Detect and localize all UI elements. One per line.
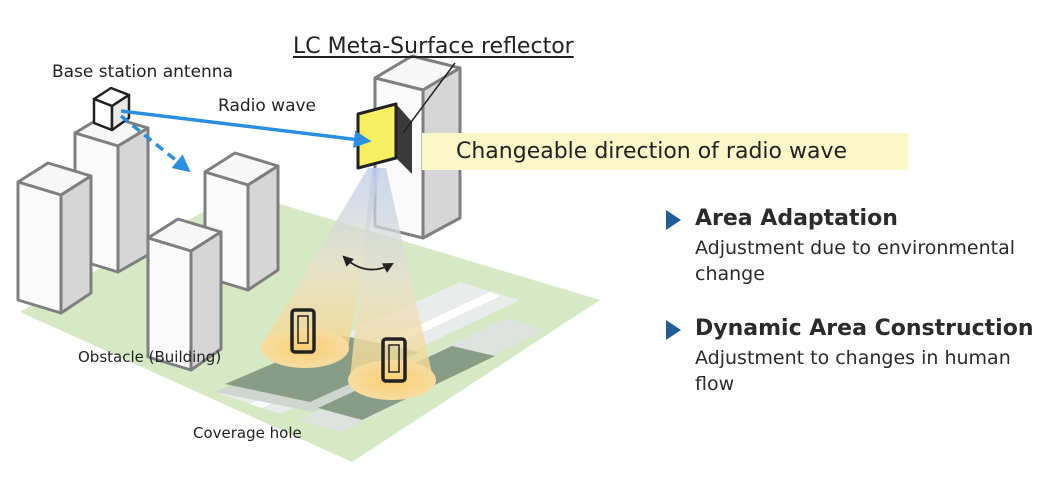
feature-description: Adjustment due to environmental change bbox=[695, 237, 1015, 285]
beam-left bbox=[262, 168, 380, 348]
feature-area-adaptation: Area Adaptation Adjustment due to enviro… bbox=[664, 206, 1035, 287]
radio-wave-arrow bbox=[120, 109, 372, 148]
feature-title-text: Area Adaptation bbox=[695, 206, 898, 231]
smartphone-icon bbox=[290, 308, 316, 354]
direction-change-arrow bbox=[342, 255, 394, 273]
obstacle-building-front bbox=[146, 217, 223, 372]
coverage-hole-label: Coverage hole bbox=[193, 424, 302, 442]
base-station-antenna-label: Base station antenna bbox=[52, 62, 233, 82]
reflector-label: LC Meta-Surface reflector bbox=[293, 34, 574, 59]
reflector-leader-line bbox=[402, 62, 456, 134]
feature-title-text: Dynamic Area Construction bbox=[695, 316, 1034, 341]
feature-title: Dynamic Area Construction bbox=[664, 316, 1035, 341]
feature-description: Adjustment to changes in human flow bbox=[695, 347, 1011, 395]
feature-dynamic-area-construction: Dynamic Area Construction Adjustment to … bbox=[664, 316, 1035, 397]
smartphone-icon bbox=[381, 337, 407, 383]
coverage-spot-left bbox=[261, 328, 349, 368]
bullet-triangle-icon bbox=[666, 320, 681, 340]
lc-meta-surface-reflector bbox=[356, 102, 412, 174]
obstacle-building-left bbox=[16, 161, 93, 315]
base-station-antenna-icon bbox=[92, 86, 131, 132]
obstacle-label: Obstacle (Building) bbox=[78, 348, 222, 366]
reflector-building bbox=[373, 54, 462, 240]
direction-callout-text: Changeable direction of radio wave bbox=[456, 139, 848, 164]
direction-callout: Changeable direction of radio wave bbox=[422, 133, 908, 170]
beam-right bbox=[350, 168, 434, 382]
obstacle-building-right bbox=[203, 151, 280, 292]
bullet-triangle-icon bbox=[666, 210, 681, 230]
radio-wave-label: Radio wave bbox=[218, 96, 317, 116]
feature-title: Area Adaptation bbox=[664, 206, 1035, 231]
